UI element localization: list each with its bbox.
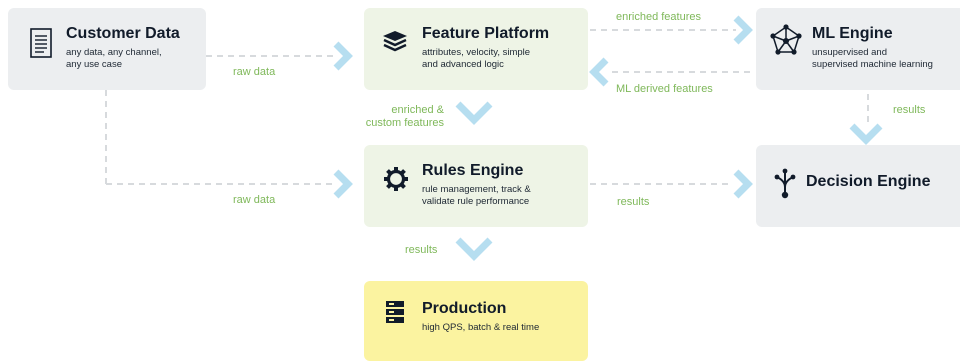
chevron-right-enriched [733, 15, 753, 45]
enriched-custom-features-label: enriched & custom features [365, 104, 444, 129]
raw-data-bottom-label: raw data [233, 194, 276, 206]
chevron-left-ml-derived [589, 57, 609, 87]
ml-derived-features-label: ML derived features [616, 83, 713, 95]
chevron-right-raw-top [333, 41, 353, 71]
decision-engine-title: Decision Engine [806, 173, 931, 190]
feature-platform-node: Feature Platform attributes, velocity, s… [364, 8, 588, 90]
customer-data-node: Customer Data any data, any channel, any… [8, 8, 206, 90]
layers-icon [382, 30, 408, 57]
feature-platform-title: Feature Platform [422, 25, 550, 42]
results-production-label: results [405, 244, 438, 256]
ml-engine-node: ML Engine unsupervised and supervised ma… [756, 8, 960, 90]
rules-engine-title: Rules Engine [422, 162, 524, 179]
chevron-down-results [455, 237, 493, 261]
production-title: Production [422, 300, 507, 317]
document-icon [30, 28, 52, 63]
feature-platform-desc: attributes, velocity, simple and advance… [422, 47, 531, 70]
customer-data-title: Customer Data [66, 25, 180, 42]
chevron-down-results-ml [849, 123, 883, 145]
decision-engine-node: Decision Engine [756, 145, 960, 227]
rules-engine-node: Rules Engine rule management, track & va… [364, 145, 588, 227]
network-icon [770, 24, 802, 61]
raw-data-top-label: raw data [233, 66, 276, 78]
ml-engine-title: ML Engine [812, 25, 893, 42]
chevron-right-raw-bottom [333, 169, 353, 199]
enriched-features-label: enriched features [616, 11, 701, 23]
production-desc: high QPS, batch & real time [422, 322, 540, 333]
customer-data-desc: any data, any channel, any use case [66, 47, 162, 70]
results-ml-label: results [893, 104, 926, 116]
ml-engine-desc: unsupervised and supervised machine lear… [812, 47, 933, 70]
branch-icon [772, 167, 798, 204]
server-icon [386, 301, 404, 328]
production-node: Production high QPS, batch & real time [364, 281, 588, 361]
chevron-right-results [733, 169, 753, 199]
rules-engine-desc: rule management, track & validate rule p… [422, 184, 531, 207]
results-rules-label: results [617, 196, 650, 208]
chevron-down-enriched [455, 101, 493, 125]
gear-icon [384, 167, 408, 196]
